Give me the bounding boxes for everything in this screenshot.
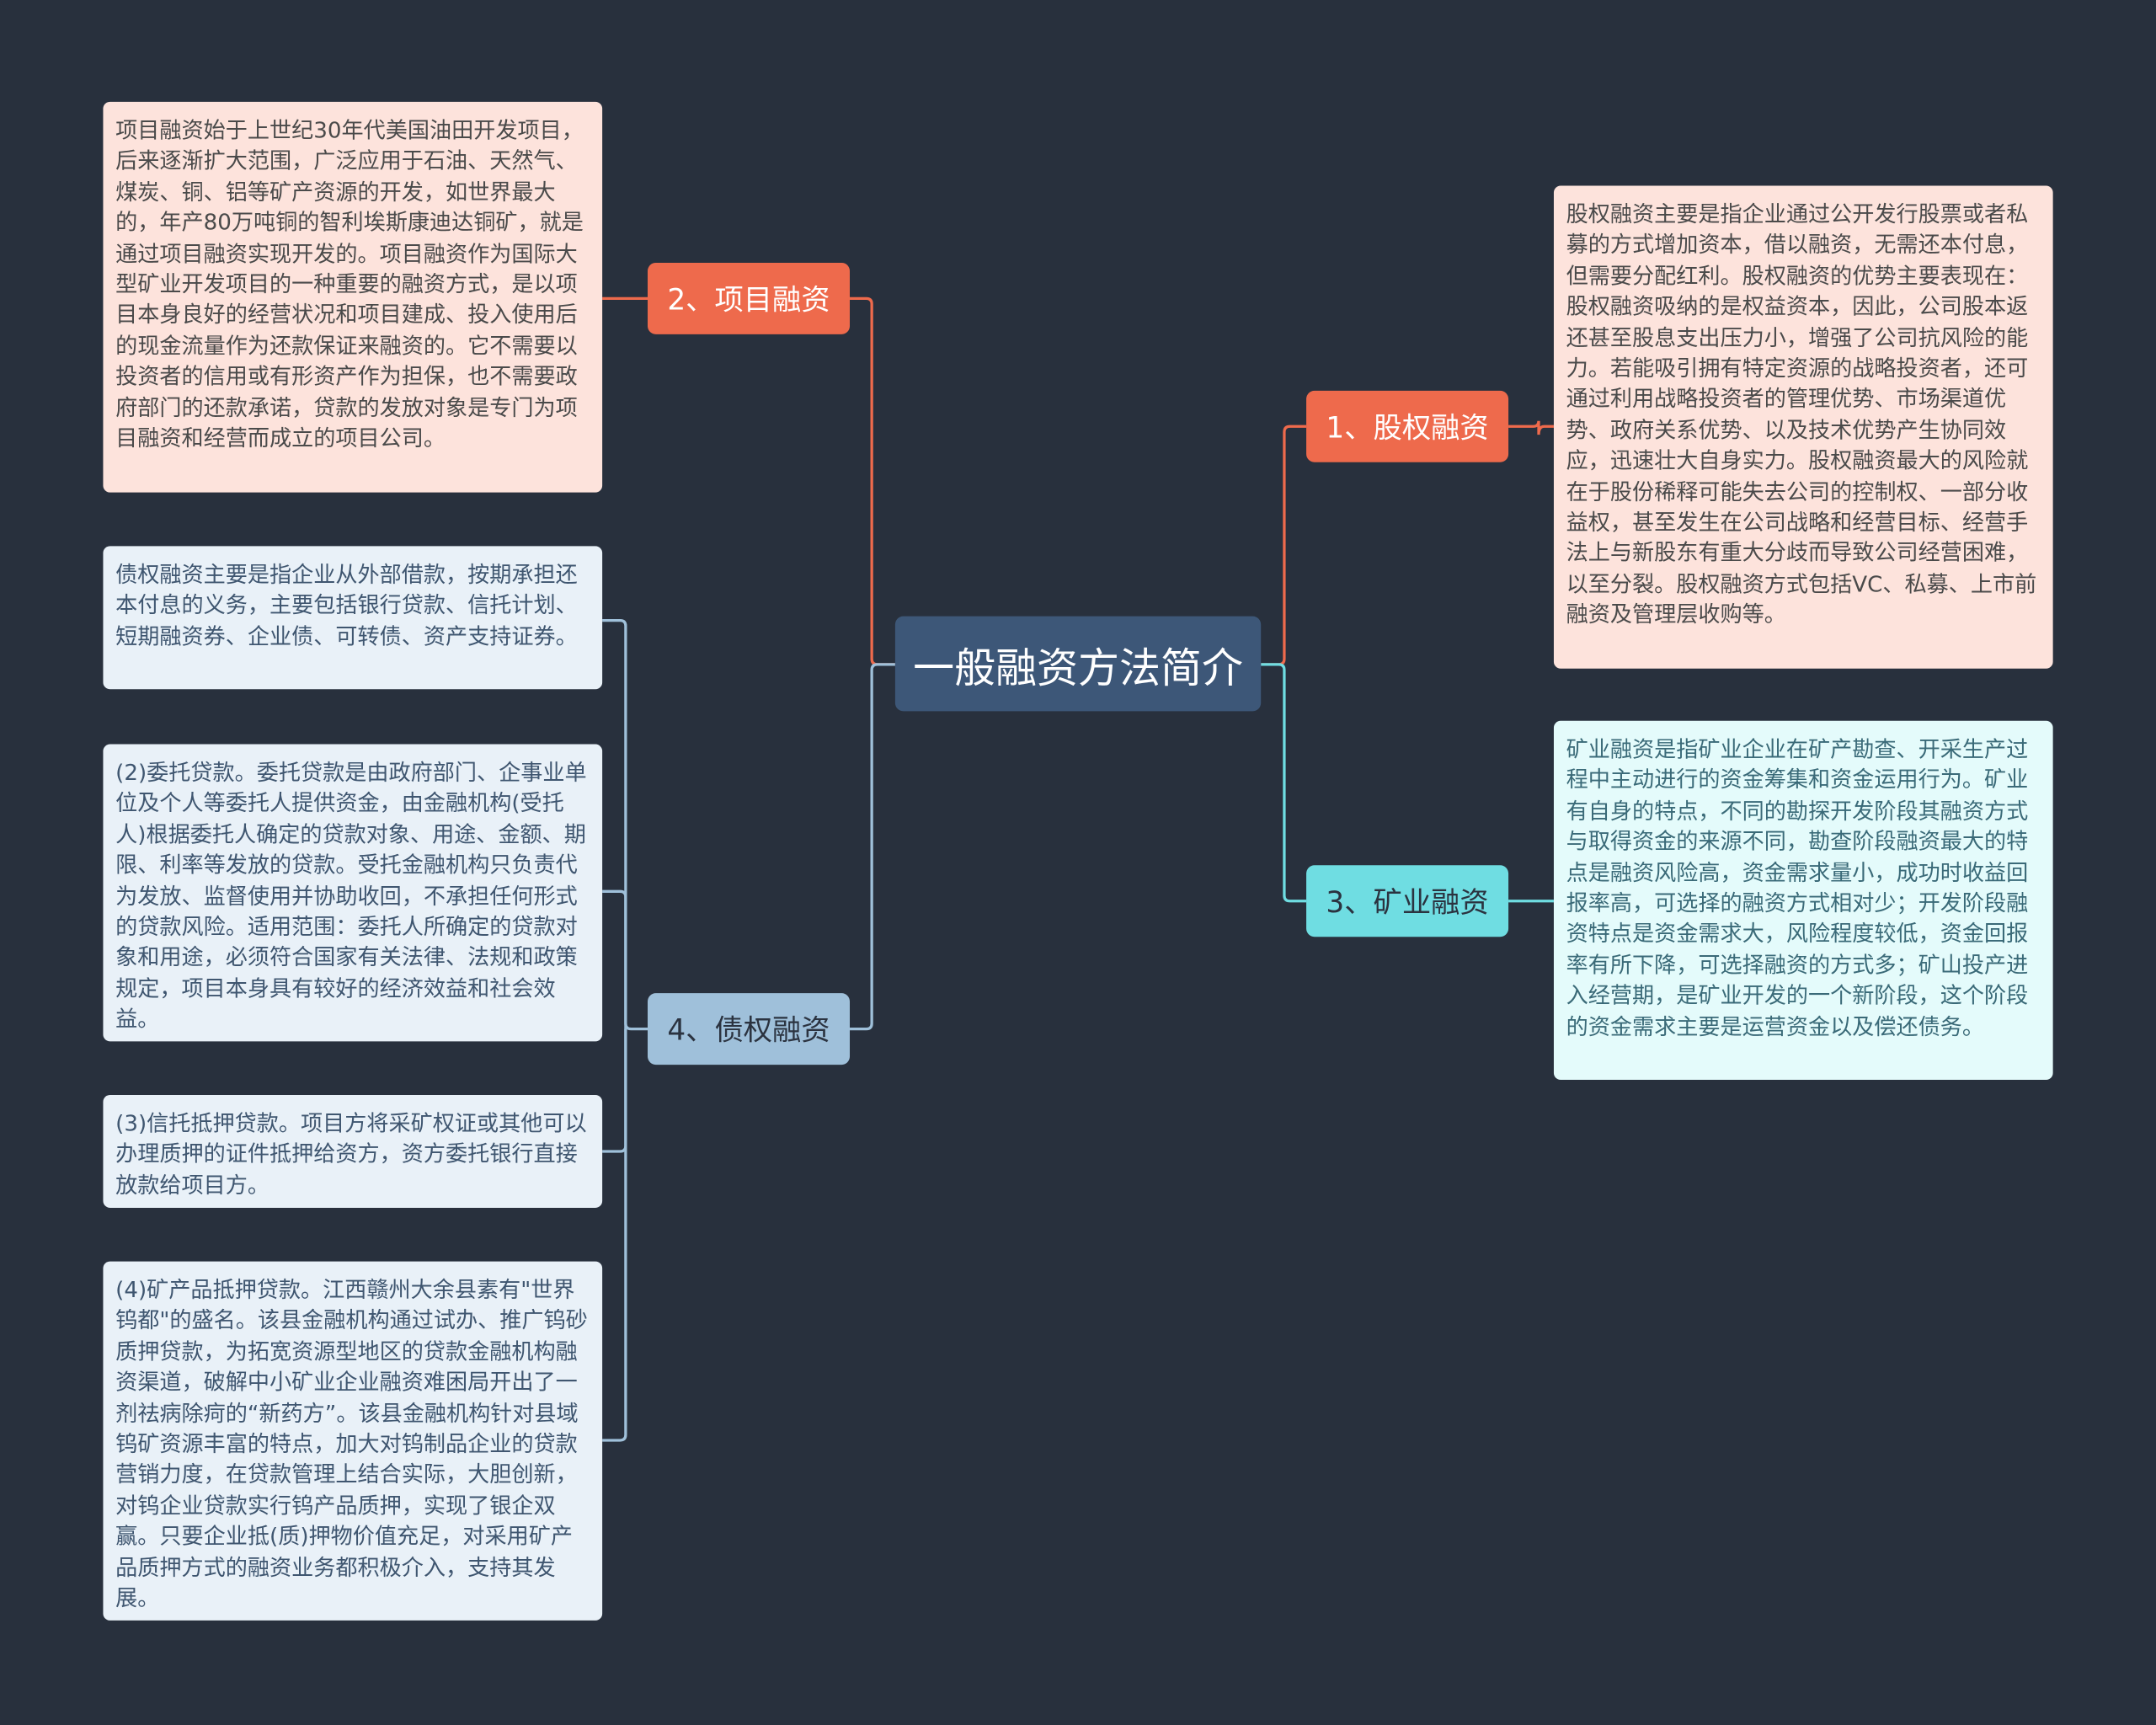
connector-branch4-leaf3 [602, 1028, 627, 1153]
connector-branch4-leaf1 [602, 618, 648, 1031]
project-financing-detail: 项目融资始于上世纪30年代美国油田开发项目，后来逐渐扩大范围，广泛应用于石油、天… [103, 101, 603, 493]
connector-branch1-leaf [1508, 420, 1554, 435]
branch-debt-financing[interactable]: 4、债权融资 [648, 993, 851, 1065]
branch-project-financing[interactable]: 2、项目融资 [648, 262, 851, 334]
branch-mining-financing[interactable]: 3、矿业融资 [1306, 865, 1509, 937]
connector-branch4-leaf2 [602, 889, 627, 1029]
connector-root-branch1 [1261, 425, 1307, 666]
connector-root-branch2 [850, 296, 895, 666]
root-topic[interactable]: 一般融资方法简介 [894, 616, 1262, 712]
debt-financing-detail-mineral-pledge: (4)矿产品抵押贷款。江西赣州大余县素有"世界钨都"的盛名。该县金融机构通过试办… [103, 1261, 603, 1621]
connector-root-branch4 [850, 663, 895, 1031]
branch-equity-financing[interactable]: 1、股权融资 [1306, 390, 1509, 462]
connector-branch4-leaf4 [602, 1028, 627, 1442]
debt-financing-detail-entrusted-loan: (2)委托贷款。委托贷款是由政府部门、企事业单位及个人等委托人提供资金，由金融机… [103, 744, 603, 1042]
connector-root-branch3 [1261, 663, 1307, 903]
mining-financing-detail: 矿业融资是指矿业企业在矿产勘查、开采生产过程中主动进行的资金筹集和资金运用行为。… [1553, 720, 2053, 1081]
debt-financing-detail-overview: 债权融资主要是指企业从外部借款，按期承担还本付息的义务，主要包括银行贷款、信托计… [103, 546, 603, 690]
debt-financing-detail-trust-mortgage: (3)信托抵押贷款。项目方将采矿权证或其他可以办理质押的证件抵押给资方，资方委托… [103, 1095, 603, 1208]
equity-financing-detail: 股权融资主要是指企业通过公开发行股票或者私募的方式增加资本，借以融资，无需还本付… [1553, 185, 2053, 669]
